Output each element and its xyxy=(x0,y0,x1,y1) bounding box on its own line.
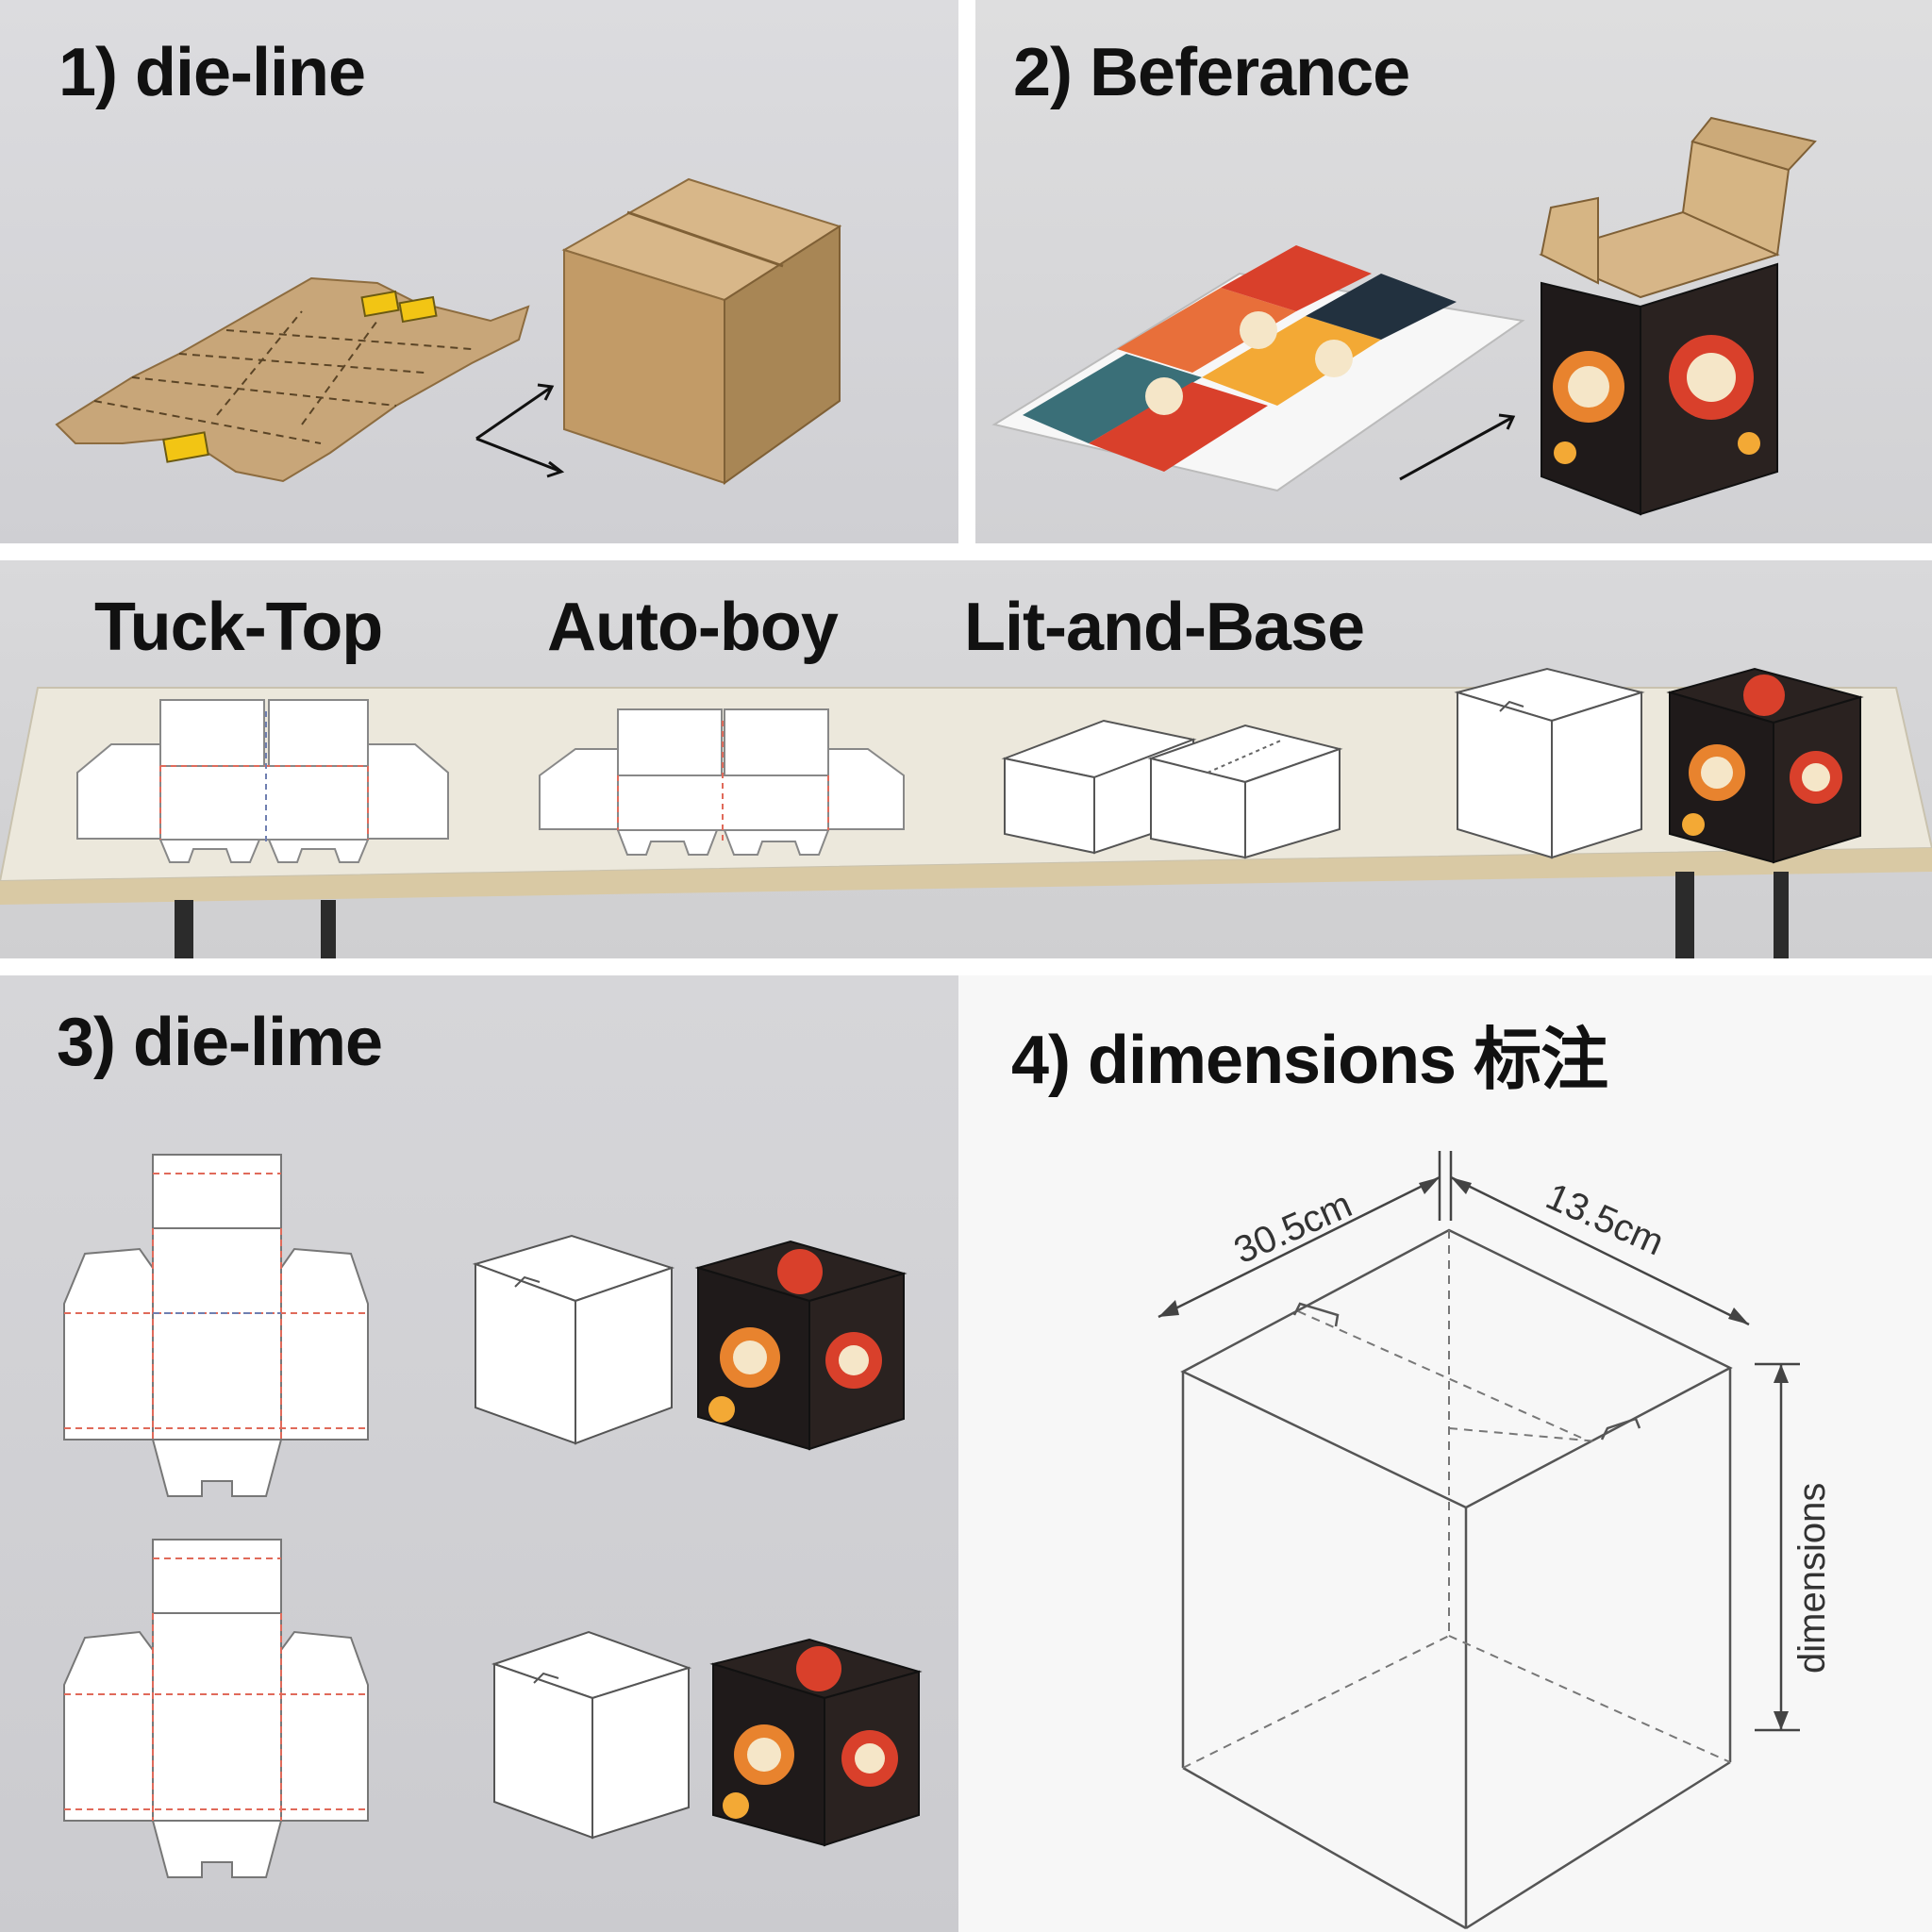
fold-lines xyxy=(64,1557,368,1821)
dimension-height-label: dimensions xyxy=(1791,1483,1833,1674)
style-label-lit-and-base: Lit-and-Base xyxy=(964,590,1365,665)
panel-die-line: 1) die-line xyxy=(0,0,958,543)
kraft-flat-dieline xyxy=(55,276,530,483)
dieline-row-2 xyxy=(63,1539,369,1878)
box-printed-cube xyxy=(1666,667,1864,864)
panel-title-die-lime: 3) die-lime xyxy=(57,1005,383,1080)
panel-beferance: 2) Beferance xyxy=(975,0,1932,543)
table-leg xyxy=(321,900,336,958)
printed-open-box xyxy=(1539,116,1817,516)
box-white-cube-row-1 xyxy=(472,1234,675,1445)
box-white-cube xyxy=(1454,667,1645,859)
table-edge xyxy=(0,848,1932,905)
arrow-icon xyxy=(475,383,565,478)
wireframe-box xyxy=(1180,1228,1733,1930)
panel-die-lime: 3) die-lime xyxy=(0,975,958,1932)
kraft-box xyxy=(561,177,842,485)
dimensions-illustration: 30.5cm 13.5cm dimensions xyxy=(1158,1151,1833,1930)
hidden-edges xyxy=(1182,1230,1731,1769)
styles-illustration xyxy=(0,667,1932,958)
box-white-cube-row-2 xyxy=(491,1630,692,1840)
table-leg xyxy=(1774,872,1789,958)
fold-lines xyxy=(617,721,829,843)
printed-illustration xyxy=(991,116,1817,516)
die-lime-illustration xyxy=(63,1154,923,1878)
tape-strip xyxy=(398,295,438,324)
panel-title-die-line: 1) die-line xyxy=(58,35,366,110)
tape-strip xyxy=(162,431,209,463)
table-leg xyxy=(1675,872,1694,958)
dimension-width-label: 30.5cm xyxy=(1228,1184,1358,1273)
table-top xyxy=(0,687,1932,883)
dieline-tuck-top xyxy=(76,699,449,863)
panel-title-dimensions: 4) dimensions 标注 xyxy=(1011,1023,1608,1098)
arrow-icon xyxy=(1399,413,1516,481)
kraft-illustration xyxy=(55,177,842,485)
tape-strip xyxy=(360,290,400,318)
fold-lines xyxy=(64,1173,368,1440)
panel-dimensions: 4) dimensions 标注 xyxy=(958,975,1932,1932)
table-leg xyxy=(175,900,193,958)
panel-title-beferance: 2) Beferance xyxy=(1013,35,1410,110)
dimension-depth-label: 13.5cm xyxy=(1540,1175,1670,1264)
box-printed-cube-row-2 xyxy=(709,1638,923,1847)
style-label-auto-boy: Auto-boy xyxy=(547,590,839,665)
fold-lines xyxy=(159,765,369,840)
arrow-icon xyxy=(1158,1177,1789,1730)
box-lid-and-base-right xyxy=(1147,724,1343,859)
panel-box-styles: Tuck-Top Auto-boy Lit-and-Base xyxy=(0,560,1932,958)
box-printed-cube-row-1 xyxy=(694,1240,908,1451)
dimension-lines xyxy=(1158,1151,1800,1732)
dieline-row-1 xyxy=(63,1154,369,1497)
style-label-tuck-top: Tuck-Top xyxy=(94,590,383,665)
printed-sheet xyxy=(991,245,1525,492)
